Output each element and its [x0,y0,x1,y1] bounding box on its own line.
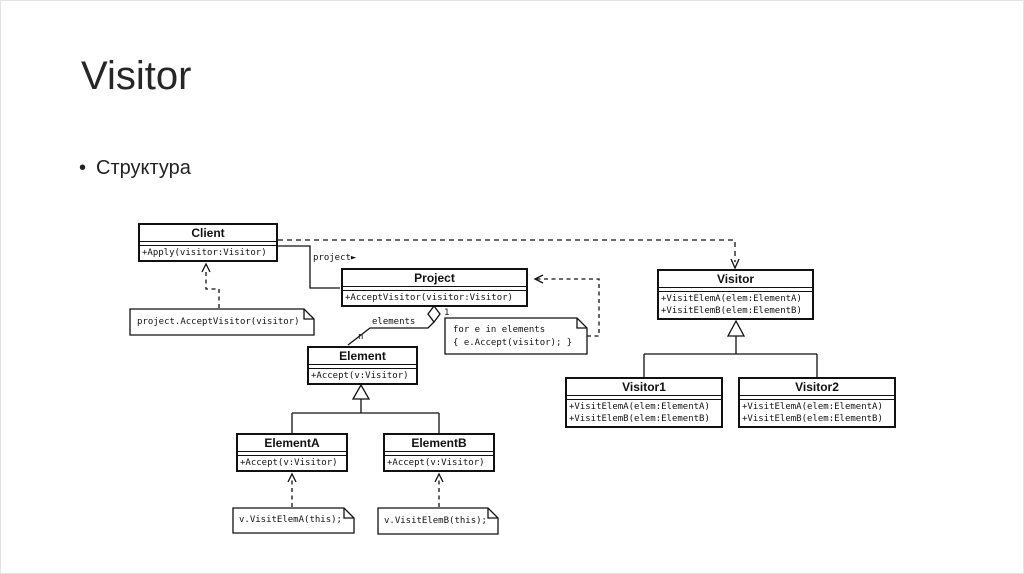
bullet-icon: • [79,157,87,179]
label-elements: elements [372,317,416,327]
note-shape-loop [444,317,588,355]
class-client-name: Client [140,225,276,242]
label-project-ref: project► [313,253,357,263]
generalization-element [291,383,440,433]
class-visitor2-method-a: +VisitElemA(elem:ElementA) [742,402,883,412]
class-elementB: ElementB +Accept(v:Visitor) [383,433,495,472]
class-element: Element +Accept(v:Visitor) [307,346,418,385]
class-element-name: Element [309,348,416,365]
class-project: Project +AcceptVisitor(visitor:Visitor) [341,268,528,307]
class-client-attributes [140,242,276,246]
class-project-attributes [343,287,526,291]
dependency-note-project [533,274,600,337]
class-visitor2-attributes [740,396,894,400]
class-element-attributes [309,365,416,369]
class-elementA-attributes [238,452,346,456]
dependency-note-client [201,262,220,308]
note-loop-line2: { e.Accept(visitor); } [453,338,573,348]
dependency-note-elementB [434,472,444,507]
label-multiplicity-n: n [358,332,364,342]
bullet-item: • Структура [79,157,191,180]
generalization-visitor [643,319,818,377]
class-elementA: ElementA +Accept(v:Visitor) [236,433,348,472]
class-visitor1-method-b: +VisitElemB(elem:ElementB) [569,414,710,424]
dependency-client-visitor [278,239,740,270]
class-client-method: +Apply(visitor:Visitor) [142,248,267,258]
note-loop-line1: for e in elements [453,325,546,335]
class-visitor1-attributes [567,396,721,400]
note-shape-client-call [129,308,315,336]
class-visitor1-name: Visitor1 [567,379,721,396]
class-elementA-name: ElementA [238,435,346,452]
class-visitor2-method-b: +VisitElemB(elem:ElementB) [742,414,883,424]
class-visitor-method-b: +VisitElemB(elem:ElementB) [661,306,802,316]
note-visit-a: v.VisitElemA(this); [239,515,342,525]
class-visitor1: Visitor1 +VisitElemA(elem:ElementA) +Vis… [565,377,723,428]
note-shape-visit-b [377,507,499,535]
class-element-method: +Accept(v:Visitor) [311,371,409,381]
class-project-method: +AcceptVisitor(visitor:Visitor) [345,293,513,303]
class-elementA-method: +Accept(v:Visitor) [240,458,338,468]
dependency-note-elementA [287,472,297,507]
class-visitor-name: Visitor [659,271,812,288]
class-visitor2-name: Visitor2 [740,379,894,396]
note-visit-b: v.VisitElemB(this); [384,516,487,526]
note-client-call: project.AcceptVisitor(visitor) [137,317,300,327]
association-client-project [278,245,340,289]
aggregation-project-element [347,304,441,346]
class-elementB-method: +Accept(v:Visitor) [387,458,485,468]
bullet-text: Структура [96,157,191,179]
class-elementB-attributes [385,452,493,456]
class-client: Client +Apply(visitor:Visitor) [138,223,278,262]
note-shape-visit-a [232,507,355,534]
label-multiplicity-1: 1 [444,308,450,318]
class-visitor1-method-a: +VisitElemA(elem:ElementA) [569,402,710,412]
class-project-name: Project [343,270,526,287]
page-title: Visitor [81,54,192,98]
class-visitor: Visitor +VisitElemA(elem:ElementA) +Visi… [657,269,814,320]
class-elementB-name: ElementB [385,435,493,452]
class-visitor2: Visitor2 +VisitElemA(elem:ElementA) +Vis… [738,377,896,428]
class-visitor-attributes [659,288,812,292]
class-visitor-method-a: +VisitElemA(elem:ElementA) [661,294,802,304]
